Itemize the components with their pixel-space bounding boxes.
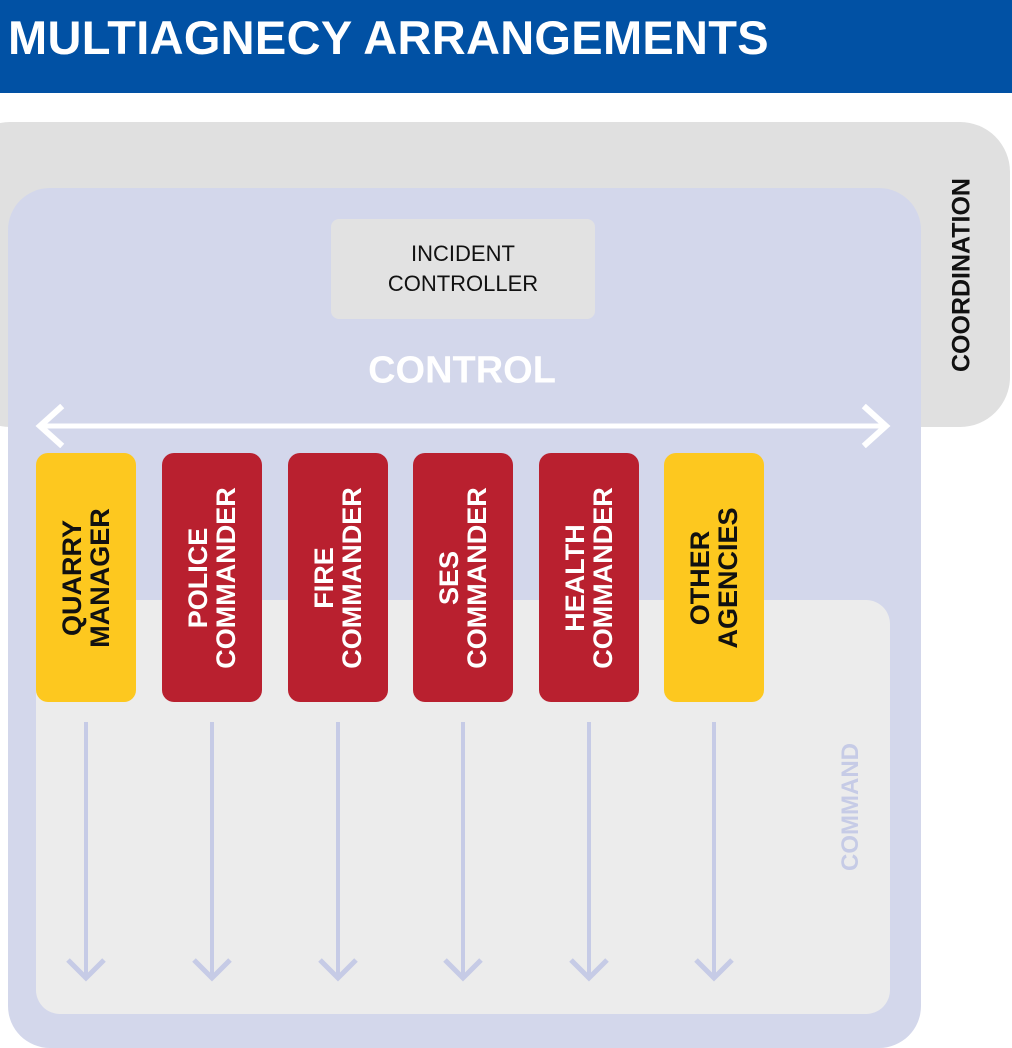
agency-ses-commander: SES COMMANDER xyxy=(413,453,513,702)
agency-label-line1: FIRE xyxy=(309,546,339,609)
agency-label-line2: AGENCIES xyxy=(713,506,743,649)
down-arrow-icon xyxy=(694,722,734,982)
agency-label-line1: OTHER xyxy=(685,530,715,625)
agency-quarry-manager: QUARRY MANAGER xyxy=(36,453,136,702)
agency-label-line2: MANAGER xyxy=(85,507,115,648)
agency-label: QUARRY MANAGER xyxy=(57,507,115,648)
agency-label-line1: POLICE xyxy=(183,527,213,628)
agency-label: SES COMMANDER xyxy=(434,486,492,669)
down-arrow-icon xyxy=(192,722,232,982)
agency-label: FIRE COMMANDER xyxy=(309,486,367,669)
agency-label: OTHER AGENCIES xyxy=(685,506,743,649)
agency-police-commander: POLICE COMMANDER xyxy=(162,453,262,702)
command-label: COMMAND xyxy=(837,743,864,871)
agency-fire-commander: FIRE COMMANDER xyxy=(288,453,388,702)
incident-controller-line2: CONTROLLER xyxy=(387,271,539,296)
incident-controller-box: INCIDENT CONTROLLER xyxy=(331,219,595,319)
agency-label-line1: HEALTH xyxy=(560,523,590,632)
agency-label-line1: SES xyxy=(434,550,464,605)
agency-label-line2: COMMANDER xyxy=(462,486,492,669)
agency-label-line2: COMMANDER xyxy=(588,486,618,669)
agency-label-line1: QUARRY xyxy=(57,519,87,636)
coordination-label: COORDINATION xyxy=(947,178,976,372)
agency-label: POLICE COMMANDER xyxy=(183,486,241,669)
incident-controller-label: INCIDENT CONTROLLER xyxy=(388,239,538,299)
double-headed-arrow-icon xyxy=(35,404,891,448)
agency-label: HEALTH COMMANDER xyxy=(560,486,618,669)
control-label: CONTROL xyxy=(368,349,556,392)
down-arrow-icon xyxy=(443,722,483,982)
header-bar: MULTIAGNECY ARRANGEMENTS xyxy=(0,0,1012,93)
down-arrow-icon xyxy=(569,722,609,982)
agency-other-agencies: OTHER AGENCIES xyxy=(664,453,764,702)
down-arrow-icon xyxy=(66,722,106,982)
agency-health-commander: HEALTH COMMANDER xyxy=(539,453,639,702)
agency-label-line2: COMMANDER xyxy=(337,486,367,669)
agency-label-line2: COMMANDER xyxy=(211,486,241,669)
incident-controller-line1: INCIDENT xyxy=(411,241,515,266)
down-arrow-icon xyxy=(318,722,358,982)
page-title: MULTIAGNECY ARRANGEMENTS xyxy=(8,11,769,64)
